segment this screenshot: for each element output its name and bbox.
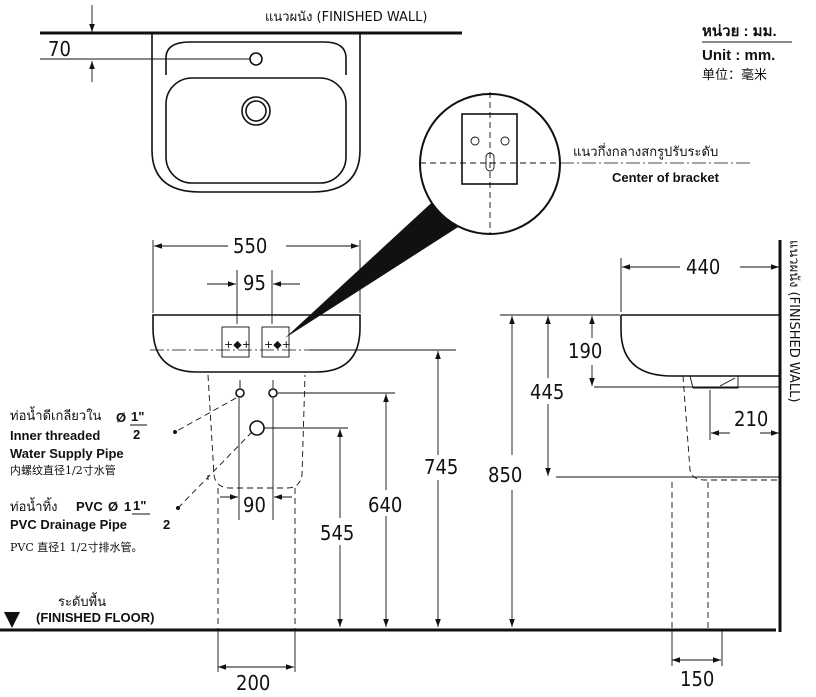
basin-front xyxy=(152,314,361,373)
floor-thai: ระดับพื้น xyxy=(58,592,106,610)
tap-hole xyxy=(249,52,263,66)
dim-bracket-floor: 745 xyxy=(424,455,458,479)
supply-english-1: Inner threaded xyxy=(10,428,100,443)
drain-frac-den: 2 xyxy=(163,517,170,532)
dim-pedestal-base: 200 xyxy=(236,671,270,695)
floor-english: (FINISHED FLOOR) xyxy=(36,610,154,625)
svg-text:+◆+: +◆+ xyxy=(264,338,291,351)
basin-bowl xyxy=(165,77,347,184)
dim-supply-height: 640 xyxy=(368,493,402,517)
supply-right xyxy=(268,388,278,398)
dim-rim-height: 850 xyxy=(488,463,522,487)
floor-level-marker xyxy=(4,612,20,628)
wall-label-side: แนวผนัง (FINISHED WALL) xyxy=(786,240,801,402)
dim-tap-spacing: 95 xyxy=(243,271,266,295)
unit-chinese: 单位：毫米 xyxy=(702,67,767,83)
bracket-label-thai: แนวกึ่งกลางสกรูปรับระดับ xyxy=(573,143,718,160)
drainage-label: ท่อน้ำทิ้ง PVC Ø 1 1" PVC Drainage Pipe … xyxy=(10,497,170,554)
floor-block: ระดับพื้น (FINISHED FLOOR) xyxy=(0,592,776,632)
supply-thai: ท่อน้ำดีเกลียวใน xyxy=(10,406,102,424)
supply-symbol: Ø xyxy=(116,410,126,425)
side-view: แนวผนัง (FINISHED WALL) 440 850 445 190 xyxy=(488,240,801,691)
drain-chinese: PVC 直径1 1/2寸排水管。 xyxy=(10,540,142,554)
dim-side-base: 150 xyxy=(680,667,714,691)
dim-top-offset: 70 xyxy=(48,37,71,61)
dim-pedestal-setback: 210 xyxy=(734,407,768,431)
dim-drain-height: 545 xyxy=(320,521,354,545)
detail-callout-pointer xyxy=(285,195,466,338)
dim-pipe-spacing: 90 xyxy=(243,493,266,517)
unit-thai: หน่วย : มม. xyxy=(702,23,777,40)
supply-chinese: 内螺纹直径1/2寸水管 xyxy=(10,463,116,477)
svg-text:+◆+: +◆+ xyxy=(224,338,251,351)
drain-english: PVC Drainage Pipe xyxy=(10,517,127,532)
drain-thai: ท่อน้ำทิ้ง xyxy=(10,497,57,515)
basin-side xyxy=(620,314,780,377)
drain-whole: 1 xyxy=(124,499,131,514)
dim-bowl-height: 190 xyxy=(568,339,602,363)
front-view: 550 95 +◆+ +◆+ 90 745 xyxy=(150,234,458,695)
drain-frac-num: 1" xyxy=(133,498,146,513)
units-block: หน่วย : มม. Unit : mm. 单位：毫米 xyxy=(702,23,792,83)
supply-english-2: Water Supply Pipe xyxy=(10,446,124,461)
drain-outer xyxy=(241,96,271,126)
dim-width: 550 xyxy=(233,234,267,258)
dim-bracket-height: 445 xyxy=(530,380,564,404)
pedestal-front xyxy=(207,374,306,489)
dim-depth: 440 xyxy=(686,255,720,279)
supply-left xyxy=(235,388,245,398)
basin-back-ledge xyxy=(165,41,347,75)
wall-label-top: แนวผนัง (FINISHED WALL) xyxy=(265,10,427,25)
drain-pipe xyxy=(249,420,265,436)
water-supply-label: ท่อน้ำดีเกลียวใน Ø 1" 2 Inner threaded W… xyxy=(10,406,147,477)
drain-inner xyxy=(245,100,267,122)
basin-outer-outline xyxy=(151,33,361,193)
supply-frac-den: 2 xyxy=(133,427,140,442)
top-view: แนวผนัง (FINISHED WALL) 70 xyxy=(40,5,462,193)
supply-frac-num: 1" xyxy=(131,409,144,424)
bracket-detail: แนวกึ่งกลางสกรูปรับระดับ Center of brack… xyxy=(285,92,750,338)
drain-material: PVC xyxy=(76,499,103,514)
drain-symbol: Ø xyxy=(108,499,118,514)
bracket-label-english: Center of bracket xyxy=(612,170,720,185)
pedestal-side xyxy=(682,375,780,481)
bracket-plate xyxy=(461,113,518,185)
unit-english: Unit : mm. xyxy=(702,47,775,64)
